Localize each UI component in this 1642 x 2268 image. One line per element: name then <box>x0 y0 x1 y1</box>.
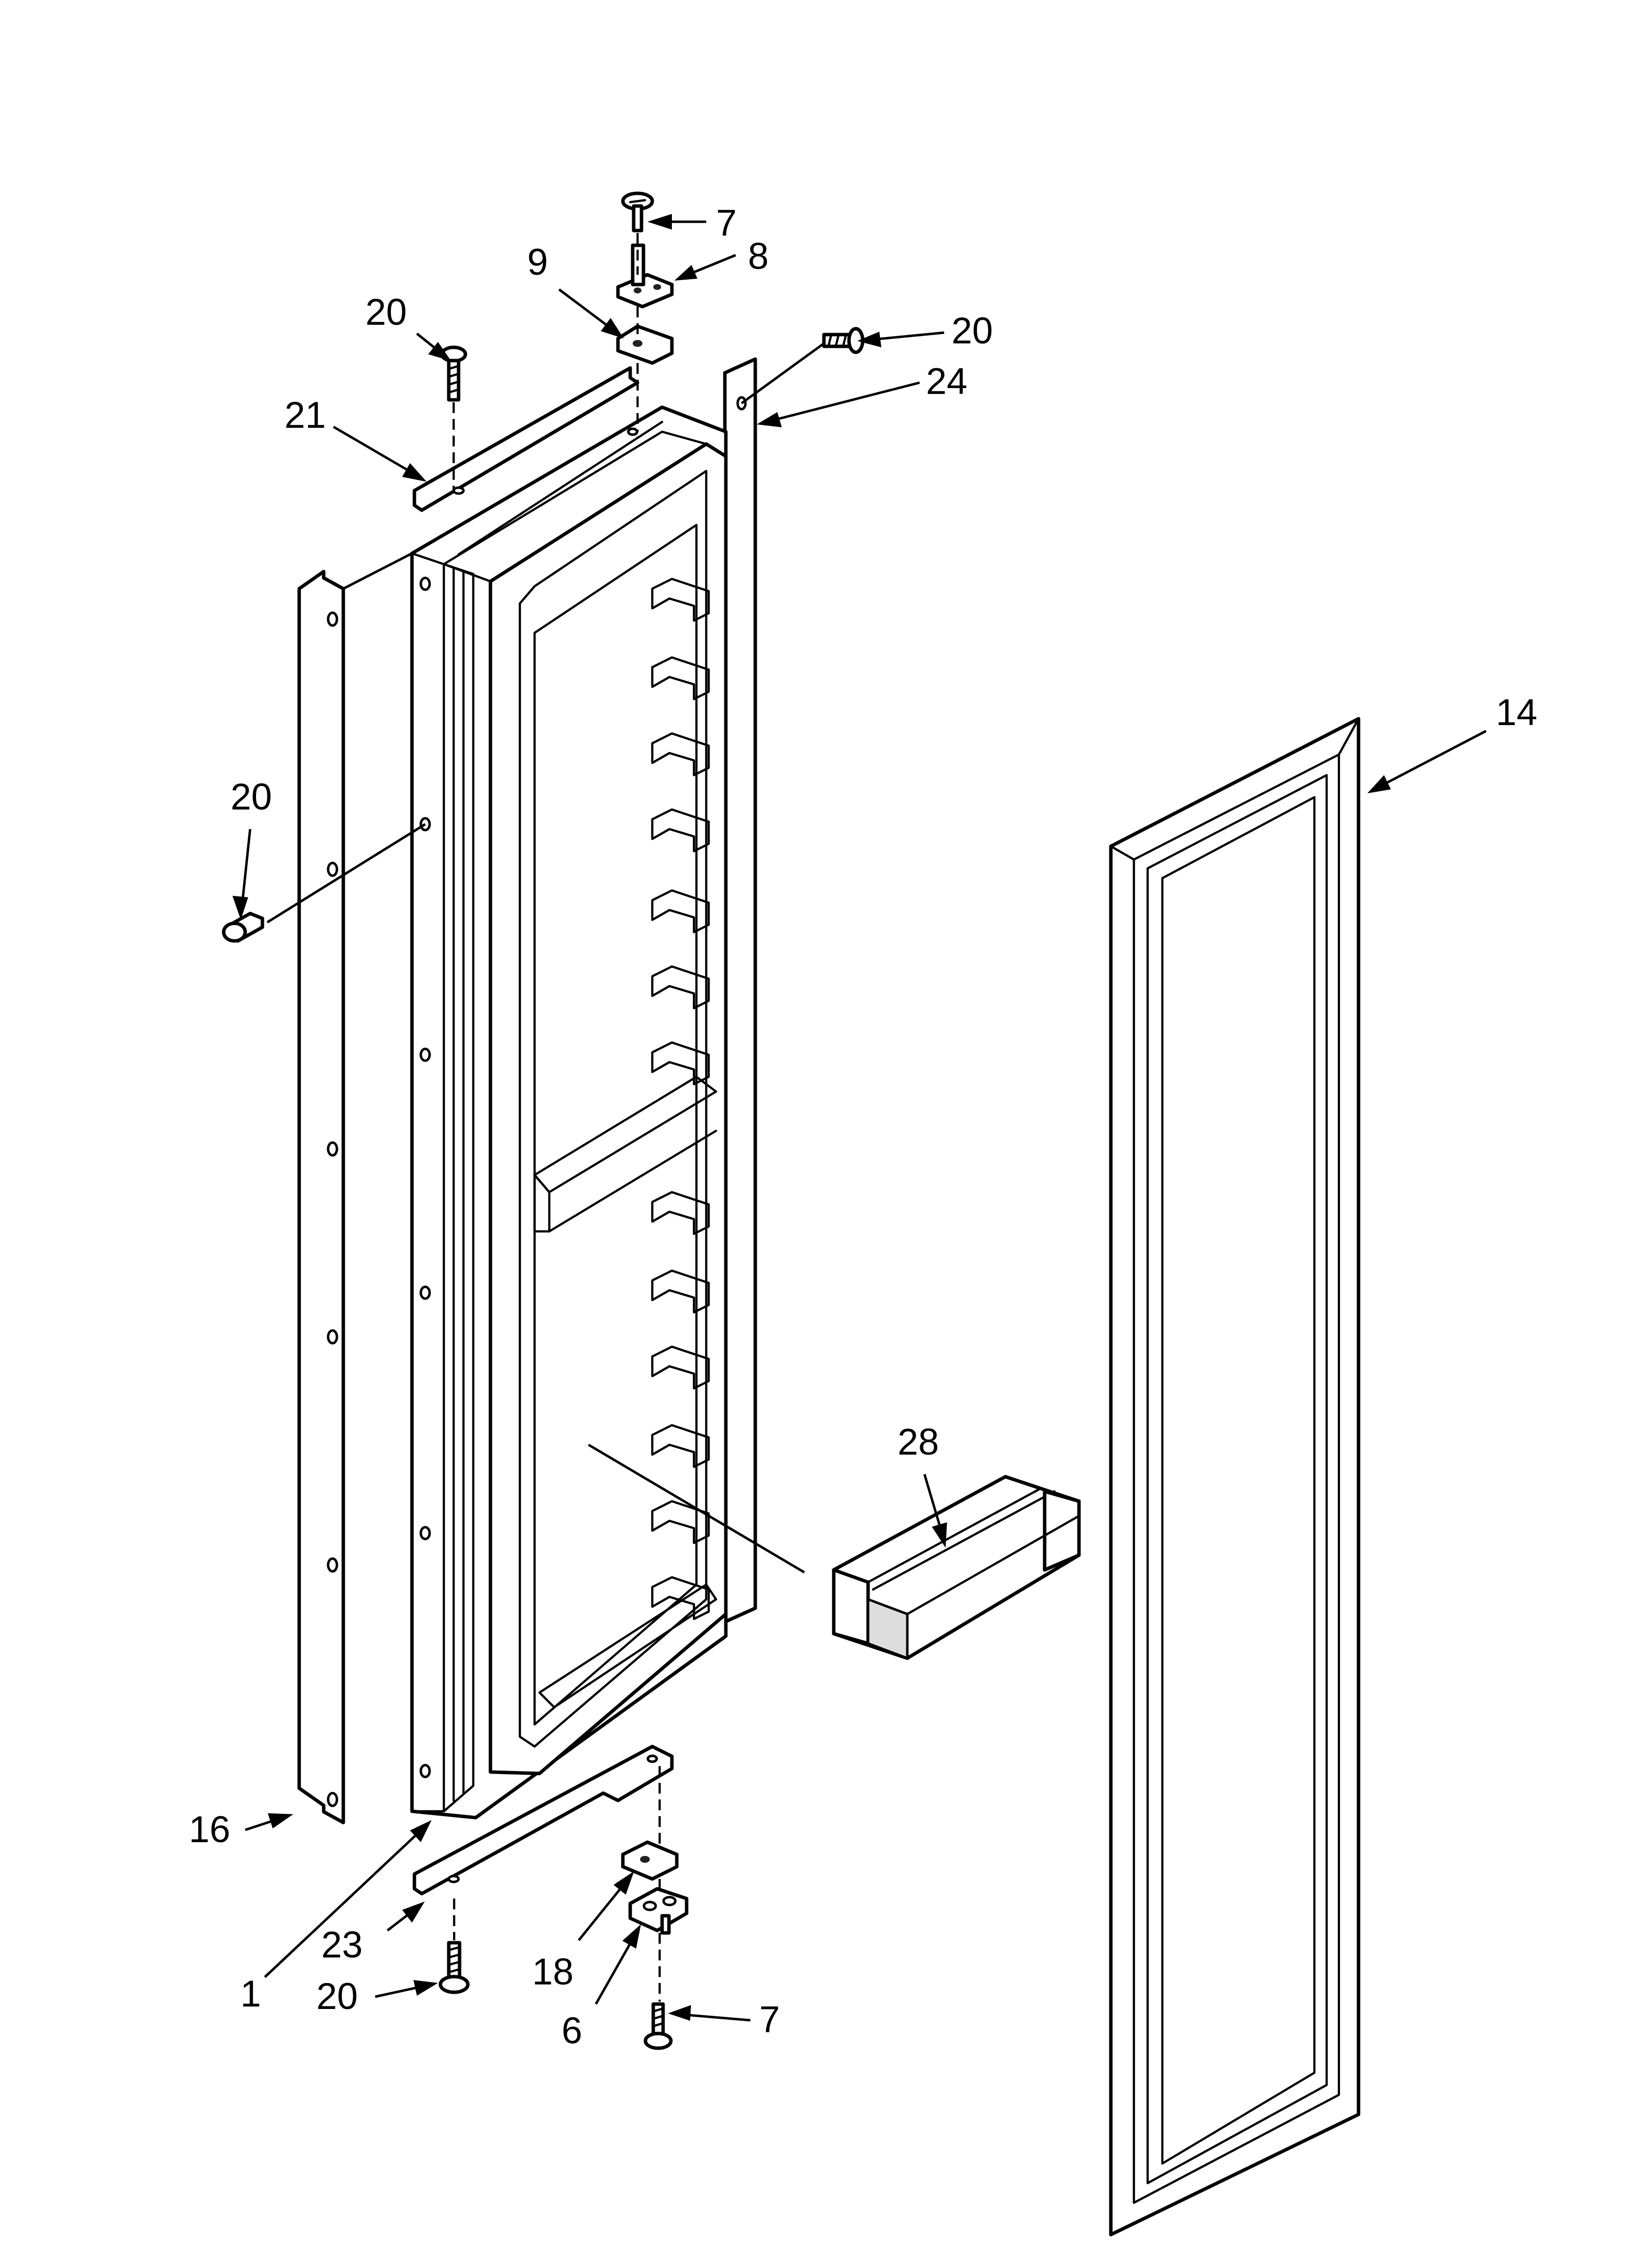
callout-7-bottom: 7 <box>759 1999 780 2040</box>
callout-14: 14 <box>1496 692 1538 733</box>
part-16-trim-strip <box>297 570 345 1825</box>
part-20-screw-left <box>222 912 264 943</box>
callout-6: 6 <box>562 2010 582 2052</box>
part-28-door-bin <box>832 1475 1081 1660</box>
callout-21: 21 <box>284 394 326 436</box>
callout-20-left: 20 <box>231 776 272 818</box>
callout-9: 9 <box>527 241 548 283</box>
assembly-lines <box>266 233 825 2002</box>
part-8-hinge-pin <box>616 243 674 309</box>
part-14-door-gasket <box>1109 717 1360 2237</box>
callout-16: 16 <box>189 1809 231 1851</box>
callout-18: 18 <box>532 1951 574 1993</box>
part-18-bottom-shim <box>621 1840 679 1881</box>
part-24-side-trim <box>723 357 757 1624</box>
part-23-bottom-bracket <box>412 1745 674 1896</box>
callout-20-top-left: 20 <box>365 291 407 333</box>
callout-7-top: 7 <box>716 202 737 244</box>
part-7-top-screw <box>621 191 654 233</box>
callout-28: 28 <box>898 1421 939 1463</box>
part-6-bottom-hinge <box>628 1887 689 1935</box>
part-20-screw-top-left <box>440 345 467 402</box>
callout-23: 23 <box>321 1924 363 1966</box>
part-7-bottom-screw <box>643 2002 673 2050</box>
callout-8: 8 <box>748 235 769 277</box>
part-9-shim <box>616 324 674 365</box>
callout-24: 24 <box>926 361 968 402</box>
callout-labels: 7 8 9 20 20 24 21 20 14 28 16 23 1 20 18… <box>189 202 1538 2052</box>
callout-20-bottom: 20 <box>316 1976 358 2017</box>
callout-leaders <box>232 214 1487 2022</box>
part-1-door-liner <box>410 405 728 1820</box>
part-20-screw-bottom <box>438 1941 470 1994</box>
part-20-screw-top-right <box>822 327 865 354</box>
callout-20-top-right: 20 <box>951 310 993 352</box>
callout-1: 1 <box>240 1973 261 2015</box>
